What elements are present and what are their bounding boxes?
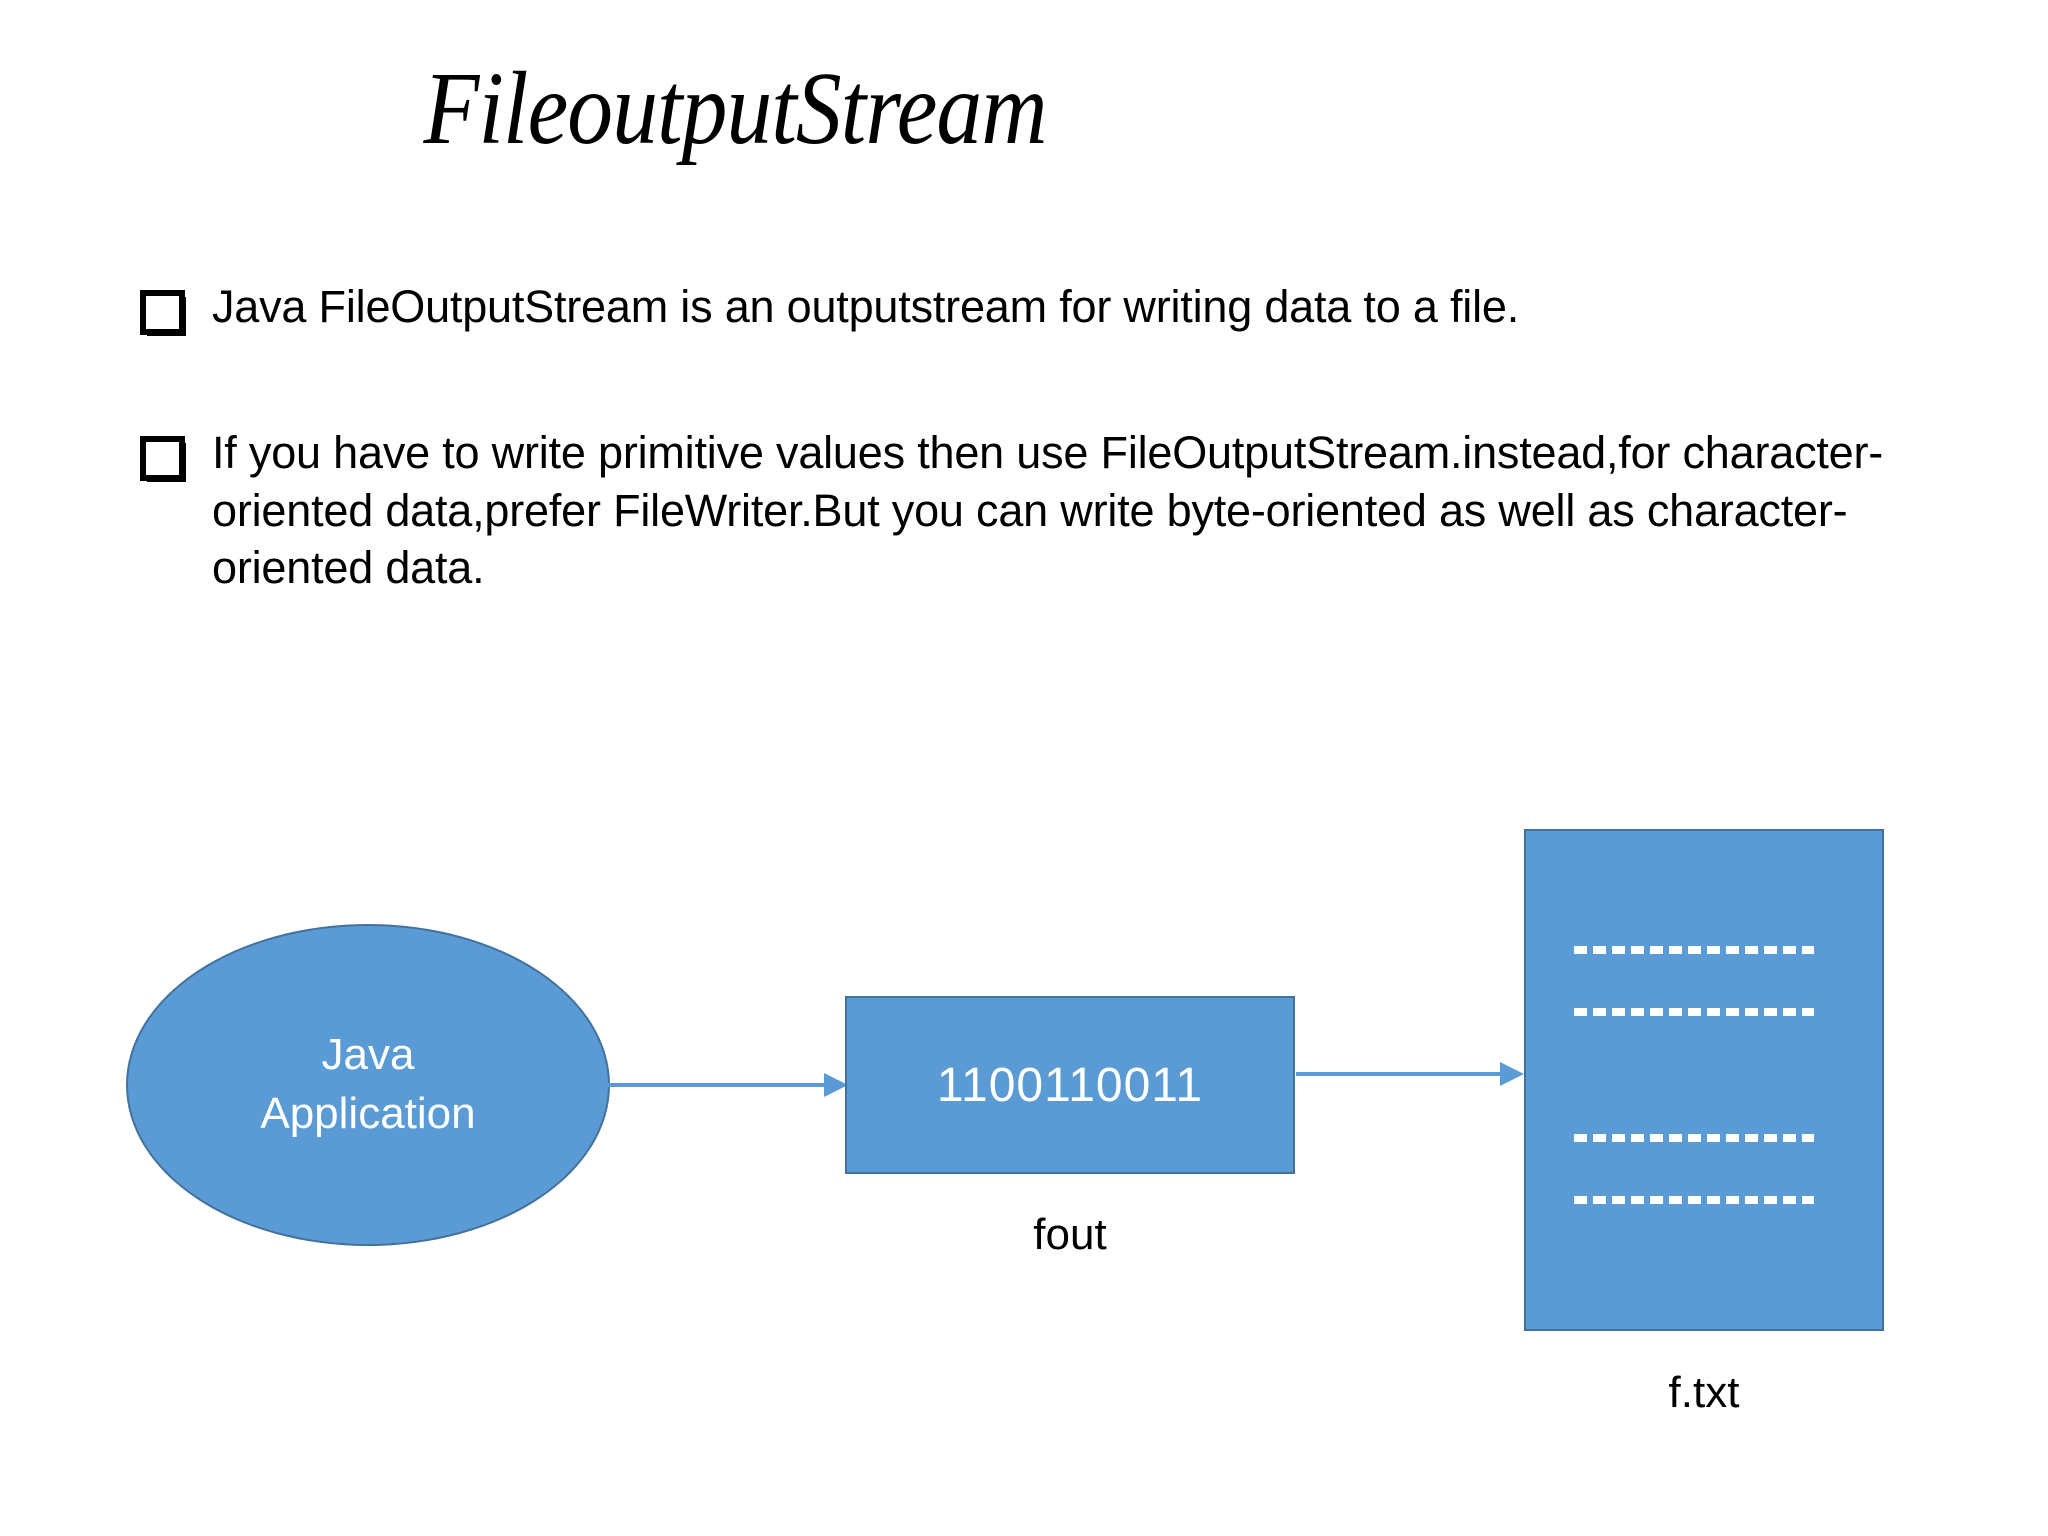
file-content-line — [1574, 1134, 1814, 1142]
bullet-list: Java FileOutputStream is an outputstream… — [140, 278, 1900, 597]
java-application-node: Java Application — [126, 924, 610, 1246]
file-content-line — [1574, 946, 1814, 954]
fout-stream-caption: fout — [1033, 1210, 1107, 1259]
hollow-square-bullet-icon — [140, 436, 186, 482]
arrow-app-to-stream-icon — [608, 1073, 848, 1097]
hollow-square-bullet-icon — [140, 290, 186, 336]
page-title: FileoutputStream — [423, 51, 1047, 166]
bullet-text: Java FileOutputStream is an outputstream… — [212, 281, 1520, 332]
java-application-label-line1: Java — [321, 1030, 415, 1080]
arrow-stream-to-file-icon — [1296, 1062, 1526, 1086]
file-content-line — [1574, 1008, 1814, 1016]
java-application-label-line2: Application — [260, 1089, 476, 1138]
list-item: Java FileOutputStream is an outputstream… — [140, 278, 1900, 336]
file-content-line — [1574, 1196, 1814, 1204]
fout-stream-node: 1100110011 — [845, 996, 1295, 1174]
list-item: If you have to write primitive values th… — [140, 424, 1900, 597]
bullet-text: If you have to write primitive values th… — [212, 427, 1884, 594]
file-node — [1524, 829, 1884, 1331]
file-node-caption: f.txt — [1668, 1368, 1740, 1417]
fout-stream-value: 1100110011 — [936, 1058, 1204, 1112]
